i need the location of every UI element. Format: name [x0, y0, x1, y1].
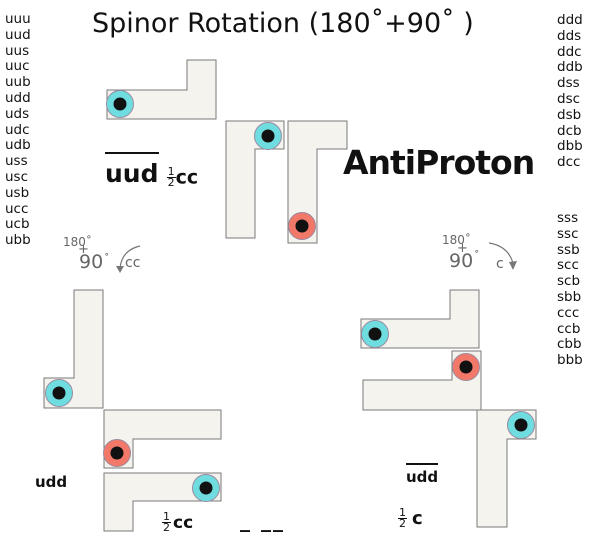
rotation-right-direction: c — [496, 256, 504, 272]
quark-combo: uus — [5, 42, 30, 59]
quark-combo: uuc — [5, 58, 30, 75]
quark-combo: dsc — [557, 90, 581, 107]
quark-red-icon — [452, 353, 480, 381]
spin-block — [476, 409, 537, 528]
quark-combo: scc — [557, 257, 579, 274]
quark-combo: uub — [5, 74, 31, 91]
quark-combo: dss — [557, 75, 580, 92]
quark-combo: usc — [5, 168, 29, 185]
spin-block — [225, 120, 285, 239]
quark-combo: uss — [5, 153, 28, 170]
spin-block — [103, 472, 222, 532]
rotation-right-deg: ˚ — [474, 249, 480, 262]
quark-combo: ucc — [5, 200, 29, 217]
spin-label-c: c — [412, 508, 423, 529]
quark-cyan-icon — [361, 320, 389, 348]
quark-combo: ddb — [557, 59, 583, 76]
placeholder-dashes: _ __ — [240, 508, 285, 532]
spin-block — [362, 350, 482, 411]
quark-combo: ubb — [5, 232, 31, 249]
quark-red-icon — [288, 212, 316, 240]
bottom-right-quark-label: udd — [406, 463, 439, 486]
page-title: Spinor Rotation (180˚+90˚ ) — [92, 8, 474, 39]
bottom-left-quark-label: udd — [35, 473, 68, 491]
clockwise-arrow-head — [509, 261, 517, 270]
counterclockwise-arrow-head — [116, 266, 124, 273]
quark-combo: udd — [5, 89, 31, 106]
quark-cyan-icon — [507, 411, 535, 439]
quark-combo: udb — [5, 137, 31, 154]
quark-combo: usb — [5, 184, 30, 201]
rotation-left-plus: + — [78, 242, 89, 257]
rotation-left-angle-b: 90 — [79, 251, 104, 273]
quark-combo: ddd — [557, 12, 583, 28]
quark-combo: sss — [557, 210, 579, 226]
quark-cyan-icon — [45, 379, 73, 407]
quark-combo: ccc — [557, 304, 580, 321]
quark-combo: dbb — [557, 138, 583, 155]
spin-block — [106, 59, 217, 120]
clockwise-arrow-icon — [488, 242, 514, 264]
quark-cyan-icon — [254, 122, 282, 150]
quark-combo: ssc — [557, 225, 579, 242]
rotation-left-deg: ˚ — [104, 252, 110, 265]
quark-combo: dds — [557, 27, 582, 44]
rotation-right-angle-a: 180˚ — [442, 233, 471, 247]
rotation-right-plus: + — [457, 241, 468, 256]
quark-combo: uud — [5, 26, 31, 43]
quark-cyan-icon — [192, 474, 220, 502]
quark-combo: ccb — [557, 320, 581, 337]
quark-combo: udc — [5, 121, 30, 138]
quark-cyan-icon — [106, 90, 134, 118]
spin-label-cc: cc — [175, 166, 199, 189]
quark-combo: bbb — [557, 352, 583, 369]
quark-combo: dcb — [557, 122, 582, 139]
quark-combo: scb — [557, 273, 581, 290]
rotation-right-angle-b: 90 — [449, 250, 474, 272]
quark-combo: ucb — [5, 216, 30, 233]
quark-combo: ddc — [557, 43, 582, 60]
spin-label-cc: cc — [173, 512, 194, 533]
rotation-left-direction: cc — [125, 255, 141, 271]
quark-combo: dsb — [557, 106, 582, 123]
quark-combo: sbb — [557, 288, 582, 305]
particle-name: AntiProton — [343, 143, 535, 182]
quark-combo: dcc — [557, 154, 581, 171]
counterclockwise-arrow-icon — [119, 245, 141, 269]
quark-red-icon — [103, 439, 131, 467]
rotation-left-angle-a: 180˚ — [63, 235, 92, 249]
quark-combo: uuu — [5, 11, 31, 27]
antiquark-uud: uud — [105, 152, 159, 188]
spin-block — [43, 289, 104, 409]
spin-block — [360, 289, 480, 349]
quark-combo: uds — [5, 105, 30, 122]
quark-combo: cbb — [557, 336, 582, 353]
spin-block — [103, 409, 222, 469]
quark-combo: ssb — [557, 241, 580, 258]
